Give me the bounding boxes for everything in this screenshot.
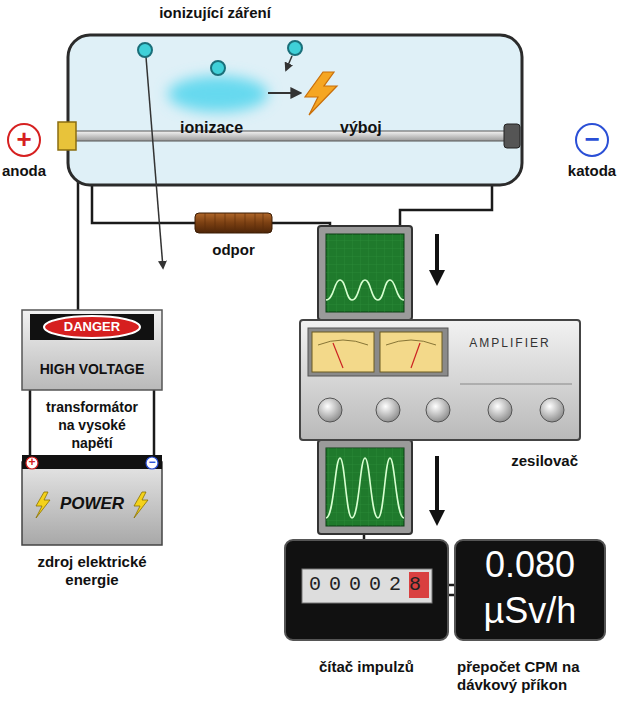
wire-line [29, 390, 32, 455]
amplifier: AMPLIFIERzesilovač [300, 320, 580, 440]
battery: POWERzdroj elektrické energie [22, 455, 162, 545]
wire-line [77, 177, 80, 310]
gm-tube: ionizace výboj [68, 35, 522, 185]
part-name: transformátor na vysoké napětí [36, 398, 148, 452]
polarity-sign: − [576, 124, 608, 154]
counter-digits: 000028 [305, 572, 429, 598]
anode-terminal: +anoda [8, 124, 40, 156]
polarity-sign: + [26, 454, 38, 470]
warning-text: DANGER [42, 319, 142, 335]
warning-text: HIGH VOLTAGE [22, 360, 162, 378]
wire [448, 585, 455, 595]
part-name: zesilovač [460, 452, 578, 470]
part-name: čítač impulzů [285, 658, 448, 676]
process-label: výboj [340, 119, 382, 137]
wire [154, 390, 155, 455]
wire-line [448, 594, 455, 597]
dose-display: 0.080µSv/hpřepočet CPM na dávkový příkon [455, 540, 605, 640]
wire [78, 177, 79, 310]
part-name: odpor [195, 241, 272, 259]
resistor-symbol: odpor [195, 213, 272, 233]
panel-text: AMPLIFIER [450, 334, 570, 352]
part-name: zdroj elektrické energie [22, 553, 162, 589]
process-label: ionizace [180, 119, 243, 137]
wire-line [400, 177, 492, 320]
dose-unit: µSv/h [455, 590, 605, 632]
wire [400, 177, 492, 320]
pulse-counter: 000028čítač impulzů [285, 540, 448, 640]
hv-transformer: DANGERHIGH VOLTAGEtransformátor na vysok… [22, 310, 162, 390]
part-name: přepočet CPM na dávkový příkon [457, 658, 615, 694]
cathode-terminal: −katoda [576, 124, 608, 156]
radiation-label: ionizující záření [140, 4, 290, 22]
wire-line [153, 390, 156, 455]
wire-line [448, 584, 455, 587]
dose-value: 0.080 [455, 544, 605, 586]
wire [30, 390, 31, 455]
polarity-sign: + [8, 124, 40, 154]
terminal-name: anoda [0, 162, 50, 180]
brand-text: POWER [22, 495, 162, 513]
polarity-sign: − [146, 454, 158, 470]
terminal-name: katoda [564, 162, 620, 180]
